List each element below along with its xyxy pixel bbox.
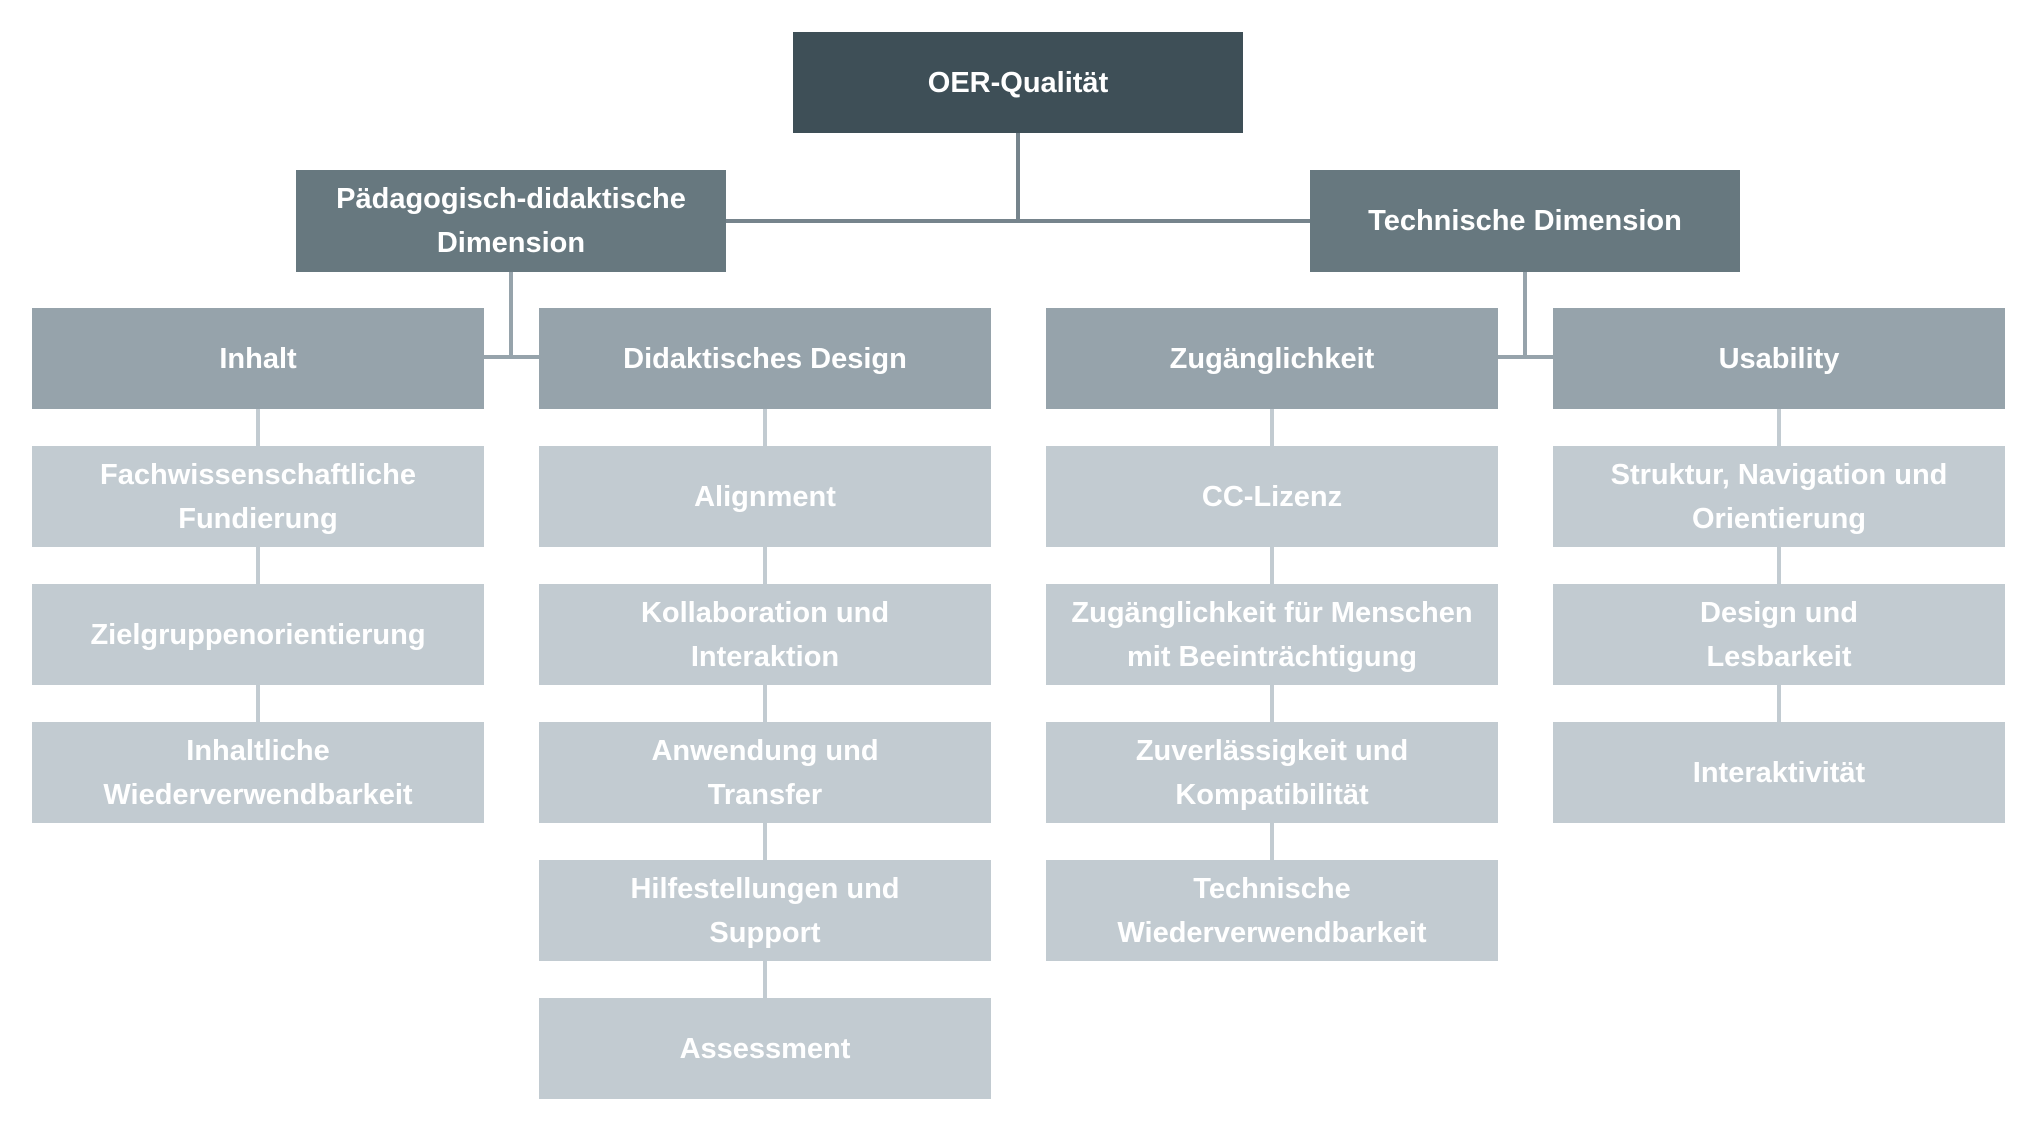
category-box-usability: Usability [1553, 308, 2005, 409]
connector-column-stem-usability [1777, 409, 1781, 722]
item-box: Zuverlässigkeit und Kompatibilität [1046, 722, 1498, 823]
item-box: Anwendung und Transfer [539, 722, 991, 823]
connector-root-stem [1016, 133, 1020, 223]
category-box-zugaenglichkeit: Zugänglichkeit [1046, 308, 1498, 409]
connector-dimension-stem-technical [1523, 272, 1527, 359]
item-box: Fachwissenschaftliche Fundierung [32, 446, 484, 547]
item-box: Struktur, Navigation und Orientierung [1553, 446, 2005, 547]
connector-root-bar [726, 219, 1310, 223]
item-box: Assessment [539, 998, 991, 1099]
item-box: Inhaltliche Wiederverwendbarkeit [32, 722, 484, 823]
root-box: OER-Qualität [793, 32, 1243, 133]
item-box: Hilfestellungen und Support [539, 860, 991, 961]
category-box-didaktisches-design: Didaktisches Design [539, 308, 991, 409]
dimension-box-pedagogical: Pädagogisch-didaktische Dimension [296, 170, 726, 272]
item-box: Design und Lesbarkeit [1553, 584, 2005, 685]
connector-column-stem-inhalt [256, 409, 260, 722]
item-box: Kollaboration und Interaktion [539, 584, 991, 685]
item-box: Alignment [539, 446, 991, 547]
connector-column-stem-didaktisches-design [763, 409, 767, 998]
connector-category-bar-right [1498, 355, 1553, 359]
item-box: Zugänglichkeit für Menschen mit Beeinträ… [1046, 584, 1498, 685]
item-box: CC-Lizenz [1046, 446, 1498, 547]
dimension-box-technical: Technische Dimension [1310, 170, 1740, 272]
item-box: Technische Wiederverwendbarkeit [1046, 860, 1498, 961]
item-box: Zielgruppenorientierung [32, 584, 484, 685]
connector-dimension-stem-pedagogical [509, 272, 513, 359]
item-box: Interaktivität [1553, 722, 2005, 823]
connector-category-bar-left [484, 355, 539, 359]
category-box-inhalt: Inhalt [32, 308, 484, 409]
